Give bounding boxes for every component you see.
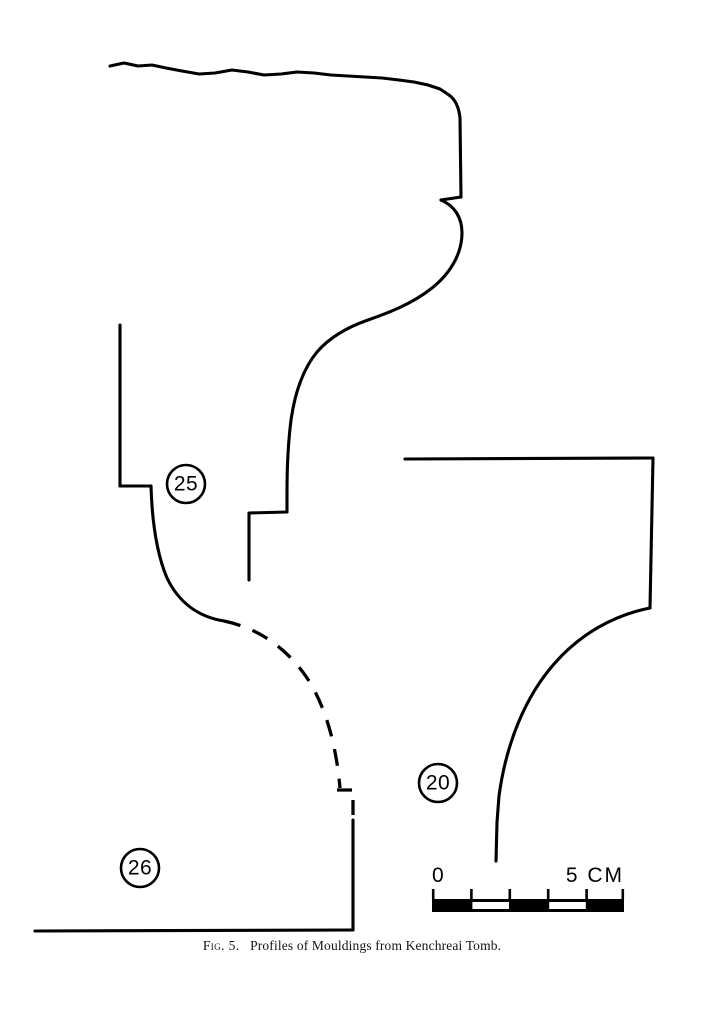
profile-25-fillet-notch bbox=[439, 195, 463, 202]
profile-label-20: 20 bbox=[417, 762, 459, 804]
profile-25-cyma-curve bbox=[285, 198, 464, 514]
profile-label-26-text: 26 bbox=[128, 857, 152, 880]
scale-bar-segment-white-2 bbox=[549, 902, 586, 909]
profile-26-restored-corner-dashed bbox=[337, 788, 355, 820]
scale-bar-ticks bbox=[431, 889, 625, 899]
scale-bar: 0 5 CM bbox=[431, 864, 625, 912]
profile-26-cavetto-restored-dashed bbox=[223, 619, 342, 789]
profile-label-25-circle bbox=[165, 463, 207, 505]
profile-label-25: 25 bbox=[165, 463, 207, 505]
profile-number-labels: 25 26 20 bbox=[119, 463, 459, 889]
scale-bar-body bbox=[432, 899, 624, 912]
figure-caption-text: Profiles of Mouldings from Kenchreai Tom… bbox=[250, 938, 502, 953]
profile-25-drawing bbox=[108, 61, 464, 582]
profile-label-25-text: 25 bbox=[174, 473, 198, 496]
profile-20-top-line bbox=[403, 456, 655, 461]
figure-caption: Fig. 5. Profiles of Mouldings from Kench… bbox=[0, 938, 704, 954]
profile-25-lower-step bbox=[247, 510, 289, 582]
profile-label-20-circle bbox=[417, 762, 459, 804]
profile-20-cavetto-curve bbox=[495, 606, 652, 824]
figure-caption-prefix: Fig. 5. bbox=[202, 938, 240, 953]
profile-26-drawing bbox=[33, 323, 355, 933]
profile-26-bed-line bbox=[33, 928, 355, 933]
scale-bar-label-end: 5 CM bbox=[566, 864, 624, 887]
profile-25-corner-and-fascia bbox=[447, 93, 463, 199]
profile-label-26-circle bbox=[119, 847, 161, 889]
figure-caption-spacer bbox=[240, 938, 251, 953]
profile-20-right-face bbox=[648, 456, 655, 610]
profile-label-20-text: 20 bbox=[426, 772, 450, 795]
profile-25-top-surface bbox=[108, 61, 451, 97]
profile-20-drawing bbox=[403, 456, 655, 863]
profile-26-cavetto-solid bbox=[149, 484, 226, 623]
profile-20-lower-face bbox=[494, 820, 499, 863]
scale-bar-label-start: 0 bbox=[432, 864, 445, 887]
profile-label-26: 26 bbox=[119, 847, 161, 889]
scale-bar-segment-white-1 bbox=[472, 902, 509, 909]
